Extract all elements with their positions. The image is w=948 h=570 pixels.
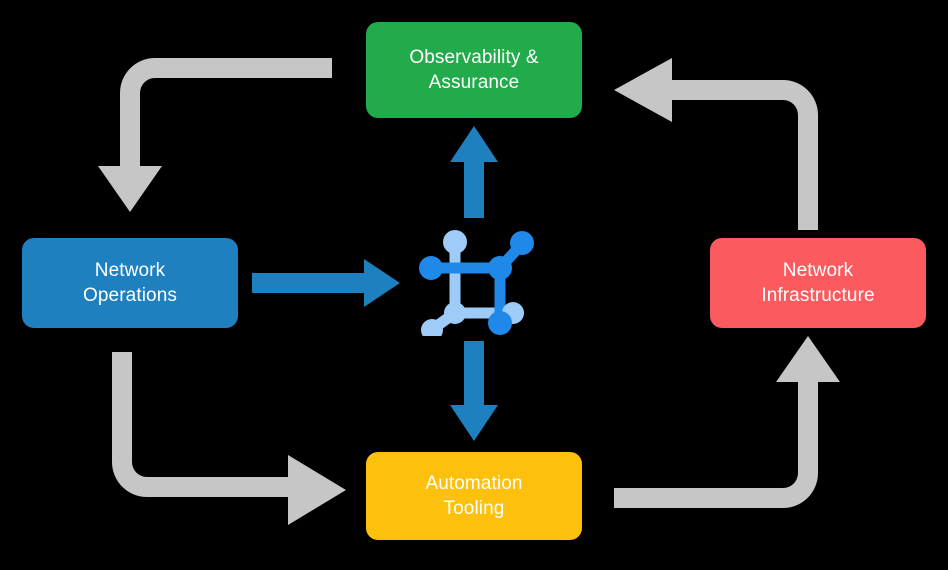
arrow-network-operations-to-automation-tooling bbox=[112, 352, 346, 525]
topology-node-dark-bottom bbox=[488, 311, 512, 335]
arrow-automation-tooling-to-network-infrastructure bbox=[614, 336, 840, 508]
node-network-operations[interactable]: Network Operations bbox=[22, 238, 238, 328]
topology-node-dark-center bbox=[488, 256, 512, 280]
topology-node-light-top bbox=[443, 230, 467, 254]
topology-node-light-mid bbox=[444, 302, 466, 324]
topology-node-light-bottomleft bbox=[421, 319, 443, 336]
network-topology-icon bbox=[419, 230, 534, 336]
arrow-center-to-observability bbox=[450, 126, 498, 218]
arrow-network-infrastructure-to-observability bbox=[614, 58, 818, 230]
node-automation-tooling[interactable]: Automation Tooling bbox=[366, 452, 582, 540]
arrow-observability-to-network-operations bbox=[98, 58, 332, 212]
node-network-infrastructure[interactable]: Network Infrastructure bbox=[710, 238, 926, 328]
node-observability-and-assurance[interactable]: Observability & Assurance bbox=[366, 22, 582, 118]
arrow-center-to-automation-tooling bbox=[450, 341, 498, 441]
topology-node-dark-topright bbox=[510, 231, 534, 255]
topology-node-dark-left bbox=[419, 256, 443, 280]
arrow-network-operations-to-center bbox=[252, 259, 400, 307]
